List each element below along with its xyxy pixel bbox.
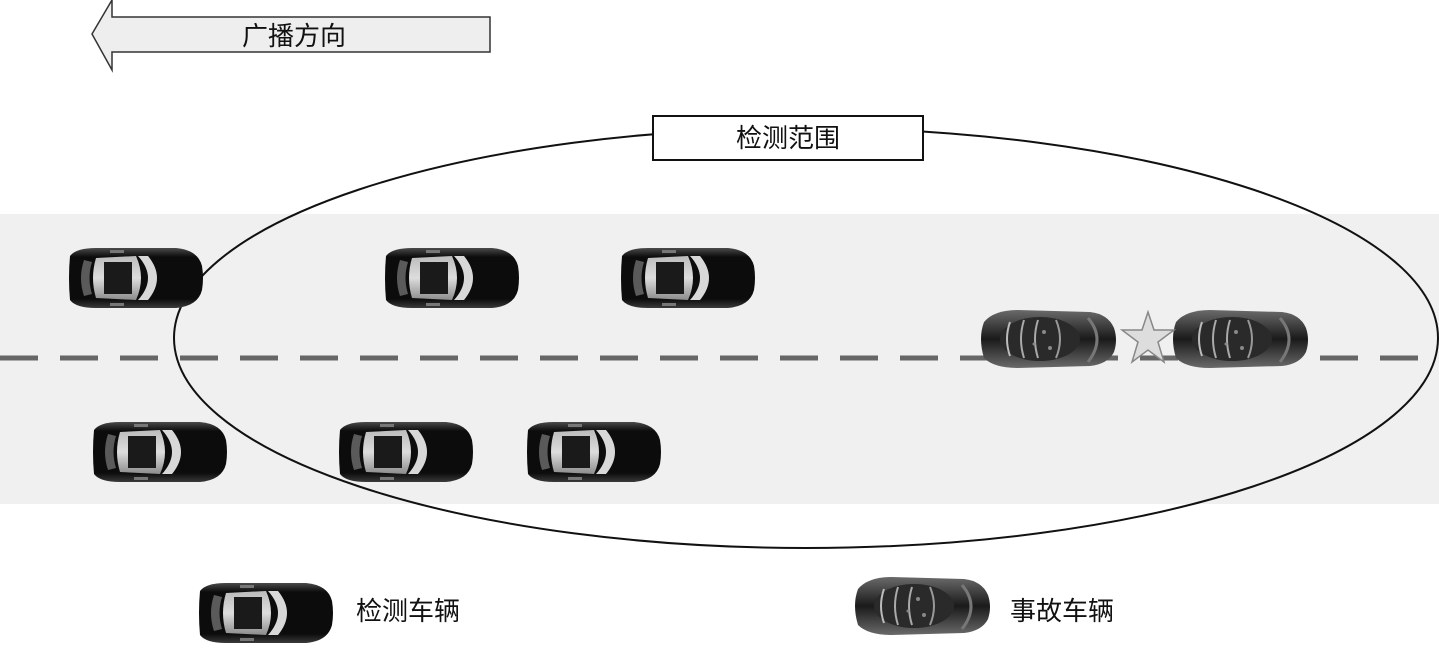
accident-car-icon [979,308,1118,370]
legend: 检测车辆 事故车辆 [199,575,1114,643]
detection-car-icon [199,583,333,643]
detection-range-label: 检测范围 [736,124,840,154]
accident-car-icon [853,575,992,637]
legend-accident-vehicle: 事故车辆 [853,575,1114,637]
star-icon [1119,309,1177,364]
broadcast-direction-arrow: 广播方向 [91,0,491,73]
detection-car-icon [527,422,661,482]
detection-car-icon [621,248,755,308]
detection-car-icon [339,422,473,482]
legend-detection-vehicle-label: 检测车辆 [356,597,460,627]
broadcast-direction-label: 广播方向 [242,22,346,52]
detection-range-label-box [652,115,924,161]
detection-car-icon [69,248,203,308]
detection-car-icon [93,422,227,482]
detection-car-icon [385,248,519,308]
legend-accident-vehicle-label: 事故车辆 [1010,597,1114,627]
accident-car-icon [1171,308,1310,370]
legend-detection-vehicle: 检测车辆 [199,583,460,643]
